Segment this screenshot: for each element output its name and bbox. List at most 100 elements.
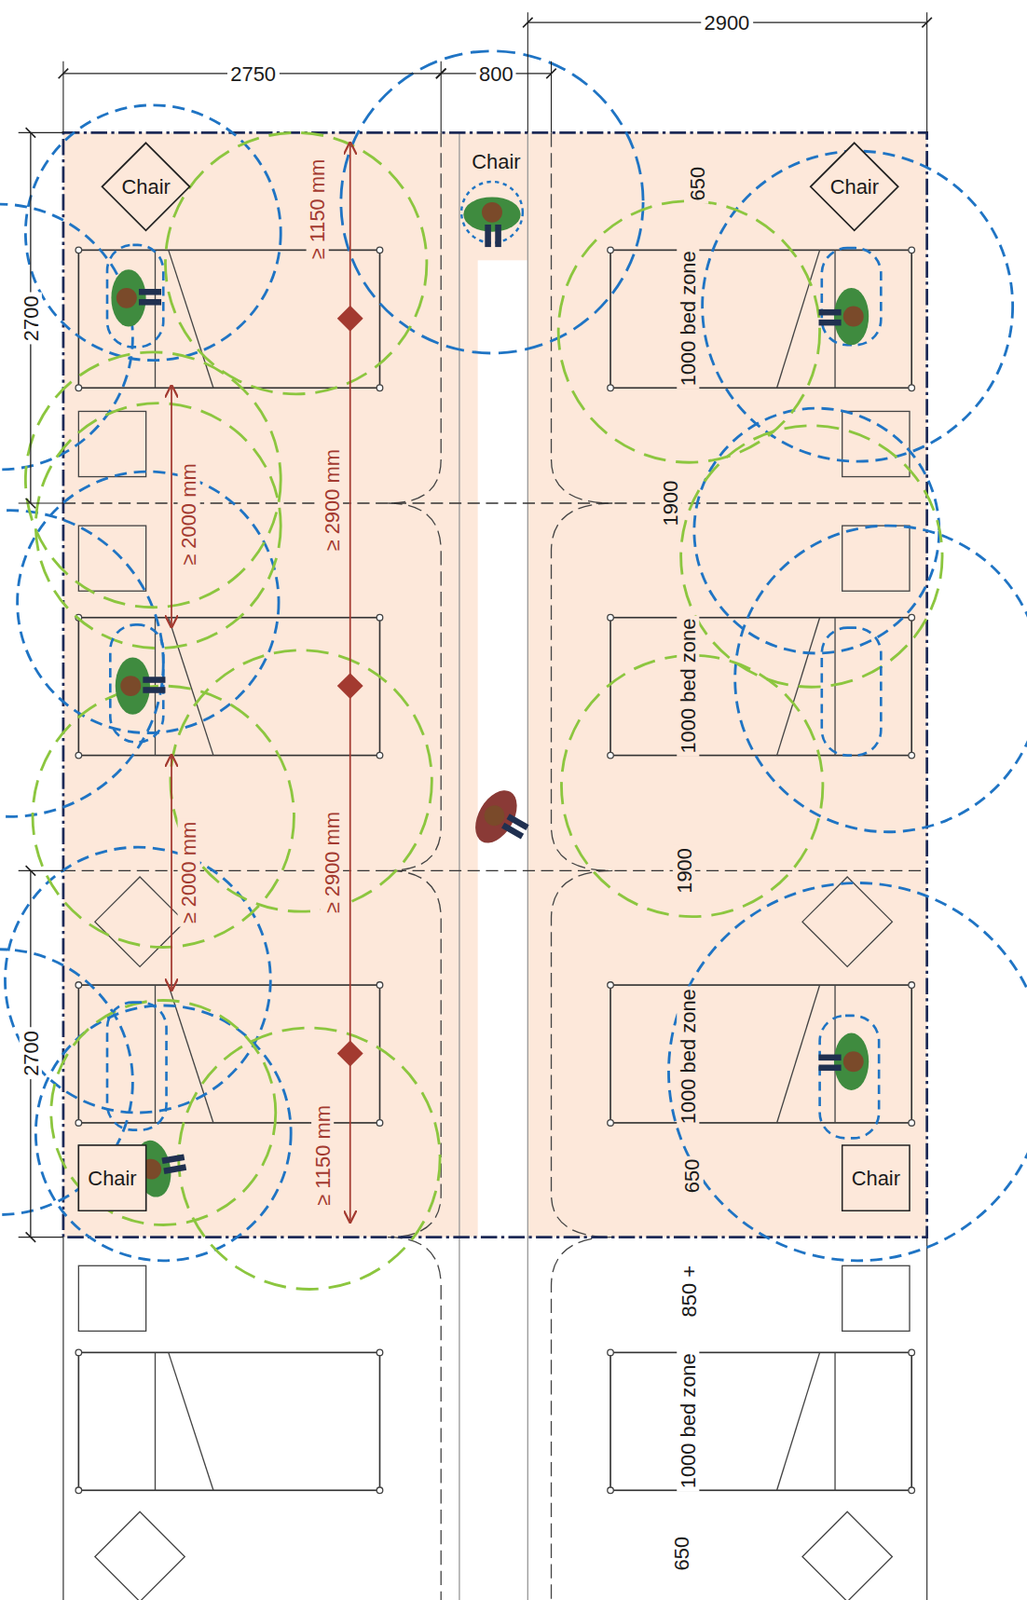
corridor-strip — [478, 260, 529, 1237]
access-circle — [4, 847, 271, 1113]
clearance-label: ≥ 2000 mm — [178, 819, 201, 928]
wall-line — [62, 1237, 64, 1600]
bedside-locker — [78, 410, 146, 477]
extension-line — [18, 132, 64, 134]
dimension-label: 1000 bed zone — [676, 1350, 699, 1493]
access-circle — [341, 51, 644, 354]
access-circle — [0, 510, 164, 818]
dimension-label: 2900 — [700, 11, 753, 34]
bed — [607, 982, 916, 1126]
dimension-label: 650 — [685, 164, 709, 205]
dimension-label: 2700 — [19, 292, 42, 344]
clearance-dimension — [170, 755, 173, 991]
extension-line — [440, 61, 442, 134]
bedside-locker — [842, 410, 910, 477]
turning-circle — [51, 999, 276, 1225]
clearance-label: ≥ 2900 mm — [320, 446, 343, 555]
bedside-locker — [78, 1265, 146, 1331]
person-figure — [819, 287, 870, 345]
bedside-locker — [78, 525, 146, 591]
bed — [607, 246, 916, 391]
dimension-label: 1000 bed zone — [676, 985, 699, 1128]
turning-circle — [178, 1027, 440, 1289]
bed — [607, 614, 916, 758]
turning-circle — [164, 132, 426, 394]
bay-boundary — [63, 132, 928, 1237]
turning-circle — [681, 425, 943, 687]
extension-line — [926, 12, 928, 133]
access-circle — [694, 408, 940, 654]
person-figure — [466, 782, 539, 858]
dimension-label: 1900 — [672, 845, 696, 897]
dimension-label: 850 + — [677, 1262, 700, 1321]
chair-label: Chair — [851, 1166, 901, 1190]
extension-line — [550, 61, 552, 134]
bedside-locker — [842, 1265, 910, 1331]
chair-box: Chair — [842, 1145, 910, 1211]
turning-circle — [558, 201, 820, 463]
access-circle — [668, 883, 1027, 1261]
dimension-label: 2750 — [227, 62, 279, 85]
bedside-locker — [78, 1145, 146, 1211]
dimension-label: 800 — [476, 62, 517, 85]
chair-label: Chair — [87, 1166, 137, 1190]
patient-zone — [107, 1002, 167, 1131]
corridor-line — [458, 132, 460, 1600]
dimension-label: 2700 — [19, 1027, 42, 1080]
extension-line — [18, 1236, 64, 1238]
access-circle — [17, 471, 279, 733]
bedside-locker — [842, 525, 910, 591]
access-circle — [735, 525, 1027, 833]
chair-symbol — [802, 1511, 892, 1600]
bed-centre-marker — [337, 305, 364, 332]
curtain-track — [387, 1237, 613, 1600]
extension-line — [62, 61, 64, 134]
chair-label: Chair — [830, 175, 879, 198]
chair-diamond: Chair — [102, 142, 191, 231]
bed — [607, 1349, 916, 1493]
wall-line — [926, 1237, 928, 1600]
chair-symbol — [802, 876, 892, 967]
turning-circle — [25, 352, 281, 608]
person-figure — [463, 196, 521, 247]
person-figure — [110, 269, 162, 327]
access-circle — [0, 204, 133, 470]
person-figure — [115, 657, 166, 714]
bed — [75, 614, 384, 758]
dimension-label: 1900 — [659, 477, 683, 529]
extension-line — [18, 502, 64, 504]
chair-symbol — [95, 1511, 185, 1600]
turning-circle — [35, 403, 281, 649]
clearance-label: ≥ 2000 mm — [178, 460, 201, 569]
chair-box: Chair — [78, 1145, 146, 1211]
dimension-label: 650 — [670, 1533, 694, 1575]
extension-line — [18, 870, 64, 872]
bay-floor — [63, 132, 928, 1237]
extension-line — [527, 12, 529, 133]
dimension-label: 650 — [681, 1155, 704, 1196]
clearance-label: ≥ 1150 mm — [306, 155, 329, 262]
person-zone — [461, 181, 523, 244]
bed-centre-marker — [337, 1040, 364, 1068]
patient-zone — [109, 624, 164, 742]
patient-zone — [107, 245, 164, 348]
curtain-track — [387, 132, 441, 504]
dimension-label: 1000 bed zone — [676, 247, 699, 390]
clearance-label: ≥ 1150 mm — [311, 1102, 334, 1209]
turning-circle — [32, 685, 294, 947]
patient-zone — [821, 247, 882, 345]
dimension-label: 1000 bed zone — [676, 615, 699, 757]
clearance-dimension — [170, 385, 173, 628]
turning-circle — [170, 650, 432, 912]
chair-diamond: Chair — [810, 142, 899, 231]
clearance-label: ≥ 2900 mm — [320, 808, 343, 918]
access-circle — [702, 150, 1014, 462]
bed-centre-marker — [337, 672, 364, 699]
bed — [75, 1349, 384, 1493]
patient-zone — [821, 628, 882, 756]
chair-label: Chair — [468, 150, 524, 173]
corridor-line — [527, 132, 529, 1600]
curtain-track — [551, 132, 614, 1237]
